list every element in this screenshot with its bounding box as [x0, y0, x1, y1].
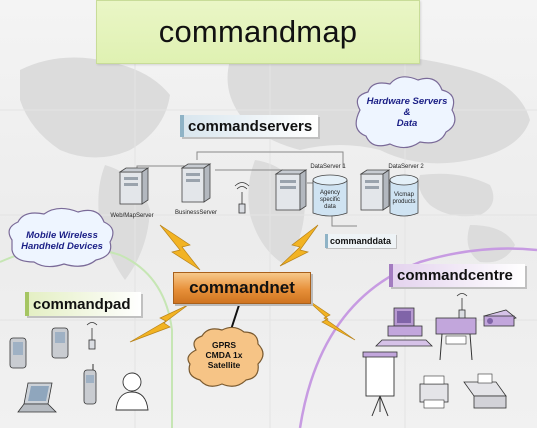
agency-db-line-1: Agency: [319, 190, 340, 196]
business-server-icon: [180, 163, 212, 203]
presentation-screen-icon: [362, 351, 398, 417]
hardware-cloud-text: Hardware Servers & Data: [362, 96, 452, 129]
gprs-cloud-line-3: Satellite: [207, 360, 241, 370]
fax-machine-icon: [463, 373, 507, 409]
mobile-cloud-line-2: Handheld Devices: [21, 241, 103, 252]
vicmap-db-line-2: products: [392, 199, 416, 205]
agency-db-line-2: specific: [319, 197, 340, 203]
gprs-cloud-line-1: GPRS: [211, 340, 237, 350]
handheld-antenna-icon: [86, 322, 98, 350]
gprs-cloud-text: GPRS CMDA 1x Satellite: [192, 340, 256, 370]
vicmap-db-label: Vicmap products: [390, 192, 418, 206]
hardware-cloud-line-1: Hardware Servers: [366, 96, 448, 107]
antenna-icon: [234, 182, 250, 214]
web-map-server-icon: [118, 167, 150, 205]
data-server-2-label: DataServer 2: [388, 164, 424, 170]
projector-icon: [483, 309, 517, 327]
diagram-title: commandmap: [158, 14, 358, 49]
lightning-bolt-servers-right-icon: [279, 224, 319, 267]
agency-database-icon: [312, 174, 348, 217]
printer-icon: [419, 375, 449, 409]
gprs-cloud-shape: [187, 326, 264, 387]
workstation-icon: [375, 307, 433, 347]
pda-icon: [9, 337, 27, 369]
data-server-2-icon: [359, 169, 391, 211]
hardware-cloud-line-3: Data: [396, 118, 418, 129]
lightning-bolt-centre-icon: [304, 297, 356, 341]
wireless-links: [129, 224, 356, 343]
hardware-cloud-line-2: &: [403, 107, 411, 118]
commanddata-label: commanddata: [325, 234, 396, 248]
commandpad-label: commandpad: [25, 292, 141, 316]
lightning-bolt-servers-left-icon: [159, 224, 201, 271]
mobile-cloud-shape: [8, 207, 114, 268]
web-map-server-label: Web/MapServer: [110, 213, 154, 219]
data-server-1-icon: [274, 169, 308, 211]
vicmap-db-line-1: Vicmap: [394, 192, 414, 198]
gprs-cloud-line-2: CMDA 1x: [205, 350, 243, 360]
mobile-cloud-text: Mobile Wireless Handheld Devices: [14, 230, 110, 252]
diagram-title-box: commandmap: [96, 0, 420, 64]
business-server-label: BusinessServer: [174, 210, 218, 216]
data-server-1-label: DataServer 1: [310, 164, 346, 170]
commandnet-label: commandnet: [173, 272, 311, 304]
vicmap-database-icon: [389, 174, 419, 217]
plotter-icon: [435, 317, 477, 361]
agency-db-line-3: data: [324, 204, 336, 210]
user-person-icon: [115, 372, 149, 411]
commandcentre-label: commandcentre: [389, 264, 525, 287]
centre-antenna-icon: [456, 293, 468, 320]
lightning-bolt-pad-icon: [129, 304, 189, 343]
hardware-cloud-shape: [355, 76, 456, 149]
agency-db-label: Agency specific data: [314, 190, 346, 211]
commandservers-label: commandservers: [180, 115, 318, 137]
smartphone-icon: [51, 327, 69, 359]
mobile-cloud-line-1: Mobile Wireless: [26, 230, 98, 241]
mobile-phone-icon: [83, 364, 97, 405]
laptop-icon: [17, 382, 57, 413]
